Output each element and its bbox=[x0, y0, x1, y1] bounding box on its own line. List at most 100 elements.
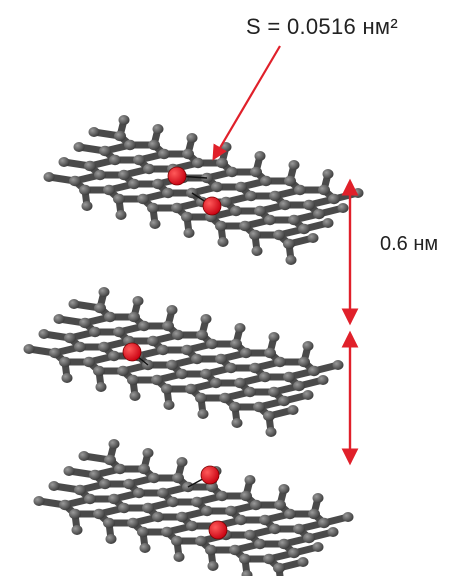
middle-layer-edge-atom bbox=[53, 314, 65, 324]
bottom-layer-edge-atom bbox=[78, 451, 90, 461]
adsorbate-atoms bbox=[122, 166, 228, 540]
bottom-layer-carbon-atom bbox=[195, 535, 207, 547]
middle-layer-carbon-atom bbox=[113, 326, 125, 338]
bottom-layer-carbon-atom bbox=[171, 535, 183, 547]
middle-layer-edge-atom bbox=[163, 400, 175, 410]
middle-layer-edge-atom bbox=[231, 418, 243, 428]
top-layer-carbon-atom bbox=[264, 214, 276, 226]
top-layer-carbon-atom bbox=[128, 178, 140, 190]
middle-layer-edge-atom bbox=[265, 427, 277, 437]
bottom-layer-edge-atom bbox=[297, 557, 309, 567]
top-layer-carbon-atom bbox=[249, 229, 261, 241]
bottom-layer-carbon-atom bbox=[118, 502, 130, 514]
bottom-layer-edge-atom bbox=[176, 457, 188, 467]
bottom-layer-carbon-atom bbox=[84, 493, 96, 505]
middle-layer-edge-atom bbox=[332, 360, 344, 370]
interlayer-spacing-label: 0.6 нм bbox=[380, 233, 439, 255]
top-layer-carbon-atom bbox=[171, 202, 183, 214]
top-layer-carbon-atom bbox=[250, 166, 262, 178]
top-layer-edge-atom bbox=[217, 237, 229, 247]
middle-layer-carbon-atom bbox=[172, 329, 184, 341]
middle-layer-carbon-atom bbox=[283, 371, 295, 383]
graphene-layer-middle bbox=[23, 287, 344, 437]
middle-layer-edge-atom bbox=[302, 390, 314, 400]
middle-layer-edge-atom bbox=[23, 344, 35, 354]
middle-layer-carbon-atom bbox=[195, 392, 207, 404]
surface-area-label: S = 0.0516 нм² bbox=[246, 14, 398, 39]
bottom-layer-carbon-atom bbox=[176, 511, 188, 523]
top-layer-edge-atom bbox=[81, 201, 93, 211]
top-layer-edge-atom bbox=[118, 115, 130, 125]
middle-layer-carbon-atom bbox=[64, 332, 76, 344]
bottom-layer-carbon-atom bbox=[104, 454, 116, 466]
top-layer-edge-atom bbox=[115, 210, 127, 220]
top-layer-carbon-atom bbox=[284, 175, 296, 187]
middle-layer-carbon-atom bbox=[151, 374, 163, 386]
middle-layer-carbon-atom bbox=[176, 368, 188, 380]
top-layer-carbon-atom bbox=[143, 163, 155, 175]
middle-layer-carbon-atom bbox=[191, 353, 203, 365]
bottom-layer-carbon-atom bbox=[59, 499, 71, 511]
top-layer-carbon-atom bbox=[328, 193, 340, 205]
top-layer-carbon-atom bbox=[113, 193, 125, 205]
middle-layer-carbon-atom bbox=[234, 377, 246, 389]
bottom-layer-carbon-atom bbox=[254, 538, 266, 550]
top-layer-carbon-atom bbox=[181, 211, 193, 223]
middle-layer-carbon-atom bbox=[215, 353, 227, 365]
bottom-layer-carbon-atom bbox=[293, 523, 305, 535]
middle-layer-edge-atom bbox=[166, 305, 178, 315]
middle-layer-carbon-atom bbox=[166, 359, 178, 371]
top-layer-edge-atom bbox=[43, 172, 55, 182]
middle-layer-carbon-atom bbox=[298, 356, 310, 368]
top-layer-carbon-atom bbox=[226, 166, 238, 178]
bottom-layer-carbon-atom bbox=[288, 547, 300, 559]
middle-layer-carbon-atom bbox=[161, 383, 173, 395]
middle-layer-carbon-atom bbox=[59, 356, 71, 368]
top-layer-carbon-atom bbox=[269, 190, 281, 202]
bottom-layer-carbon-atom bbox=[157, 487, 169, 499]
middle-layer-carbon-atom bbox=[162, 320, 174, 332]
top-layer-carbon-atom bbox=[211, 181, 223, 193]
bottom-layer-edge-atom bbox=[142, 448, 154, 458]
top-layer-carbon-atom bbox=[118, 169, 130, 181]
middle-layer-carbon-atom bbox=[157, 344, 169, 356]
middle-layer-edge-atom bbox=[132, 296, 144, 306]
top-layer-carbon-atom bbox=[215, 220, 227, 232]
middle-layer-carbon-atom bbox=[244, 386, 256, 398]
bottom-layer-carbon-atom bbox=[137, 526, 149, 538]
bottom-layer-edge-atom bbox=[139, 543, 151, 553]
top-layer-edge-atom bbox=[337, 203, 349, 213]
middle-layer-carbon-atom bbox=[263, 410, 275, 422]
top-layer-carbon-atom bbox=[279, 199, 291, 211]
bottom-layer-carbon-atom bbox=[103, 517, 115, 529]
top-layer-carbon-atom bbox=[216, 157, 228, 169]
bottom-layer-carbon-atom bbox=[278, 538, 290, 550]
top-layer-edge-atom bbox=[152, 124, 164, 134]
area-pointer-arrow bbox=[212, 45, 281, 161]
middle-layer-carbon-atom bbox=[274, 356, 286, 368]
top-layer-carbon-atom bbox=[318, 184, 330, 196]
bottom-layer-carbon-atom bbox=[93, 508, 105, 520]
bottom-layer-edge-atom bbox=[71, 525, 83, 535]
top-layer-edge-atom bbox=[307, 233, 319, 243]
top-layer-carbon-atom bbox=[192, 157, 204, 169]
middle-layer-carbon-atom bbox=[127, 374, 139, 386]
bottom-layer-carbon-atom bbox=[244, 529, 256, 541]
bottom-layer-carbon-atom bbox=[89, 469, 101, 481]
bottom-layer-carbon-atom bbox=[142, 502, 154, 514]
top-layer-carbon-atom bbox=[69, 175, 81, 187]
top-layer-carbon-atom bbox=[94, 169, 106, 181]
bottom-layer-carbon-atom bbox=[172, 472, 184, 484]
top-layer-carbon-atom bbox=[239, 220, 251, 232]
top-layer-edge-atom bbox=[251, 246, 263, 256]
top-layer-carbon-atom bbox=[313, 208, 325, 220]
bottom-layer-edge-atom bbox=[312, 493, 324, 503]
bottom-layer-carbon-atom bbox=[216, 490, 228, 502]
top-layer-carbon-atom bbox=[133, 154, 145, 166]
middle-layer-edge-atom bbox=[197, 409, 209, 419]
top-layer-carbon-atom bbox=[260, 175, 272, 187]
middle-layer-carbon-atom bbox=[108, 350, 120, 362]
middle-layer-carbon-atom bbox=[225, 362, 237, 374]
top-layer-carbon-atom bbox=[303, 199, 315, 211]
bottom-layer-edge-atom bbox=[33, 496, 45, 506]
